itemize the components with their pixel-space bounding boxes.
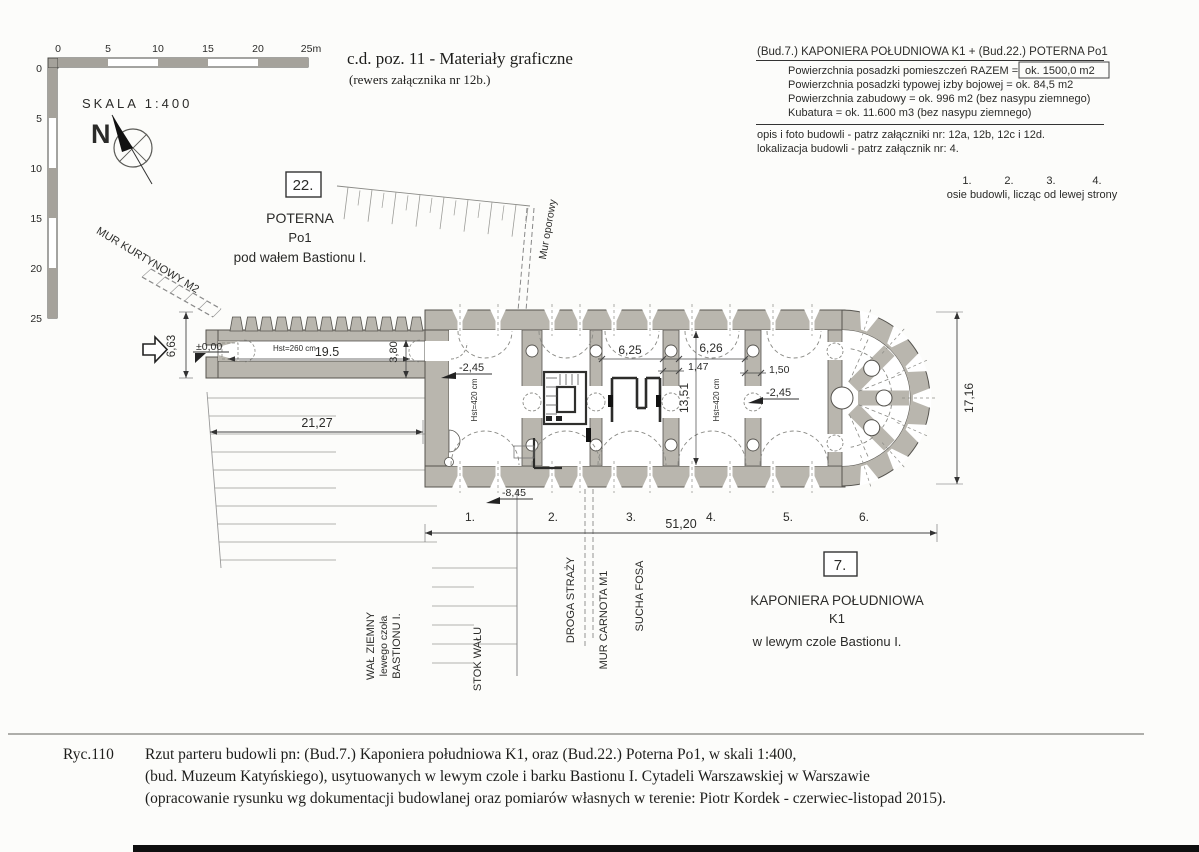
axis-note-number: 4. bbox=[1092, 175, 1101, 187]
building-axis-number: 3. bbox=[626, 510, 636, 524]
wall-label-oporowy: Mur oporowy bbox=[537, 198, 559, 261]
scale-ruler bbox=[47, 57, 309, 319]
level-marker-845: -8,45 bbox=[502, 487, 526, 499]
scale-tick-label: 20 bbox=[30, 263, 42, 275]
figure-caption-line: Rzut parteru budowli pn: (Bud.7.) Kaponi… bbox=[145, 746, 796, 763]
page-subtitle: (rewers załącznika nr 12b.) bbox=[349, 72, 490, 87]
scale-segment bbox=[58, 58, 108, 67]
page-title: c.d. poz. 11 - Materiały graficzne bbox=[347, 49, 573, 68]
building-axis-number: 6. bbox=[859, 510, 869, 524]
label-wal-ziemny: lewego czoła bbox=[378, 615, 390, 676]
wall-label-kurtynowy: MUR KURTYNOWY M2 bbox=[94, 225, 201, 296]
dim-13-51: 13,51 bbox=[677, 383, 691, 413]
info-row: Kubatura = ok. 11.600 m3 (bez nasypu zie… bbox=[788, 107, 1031, 119]
axis-note-caption: osie budowli, licząc od lewej strony bbox=[947, 189, 1118, 201]
scale-tick-label: 15 bbox=[202, 43, 214, 55]
scale-segment bbox=[48, 68, 57, 118]
compass-needle-north-tip bbox=[112, 115, 133, 152]
label-mur-carnota: MUR CARNOTA M1 bbox=[598, 571, 610, 670]
axis-note-number: 3. bbox=[1046, 175, 1055, 187]
dim-1-47: 1,47 bbox=[688, 361, 709, 373]
height-label-420: Hst=420 cm bbox=[712, 378, 721, 421]
info-razem-value: ok. 1500,0 m2 bbox=[1025, 65, 1095, 77]
building-axis-number: 2. bbox=[548, 510, 558, 524]
poterna-number: 22. bbox=[293, 177, 314, 194]
label-wal-ziemny: BASTIONU I. bbox=[391, 613, 403, 678]
axis-note-number: 2. bbox=[1004, 175, 1013, 187]
dim-21-27: 21,27 bbox=[301, 416, 332, 430]
building-axis-number: 5. bbox=[783, 510, 793, 524]
scale-ruler-corner bbox=[47, 57, 59, 69]
scale-segment bbox=[258, 58, 308, 67]
north-letter: N bbox=[91, 119, 111, 149]
figure-caption-line: (opracowanie rysunku wg dokumentacji bud… bbox=[145, 790, 946, 807]
level-marker-245: -2,45 bbox=[459, 362, 484, 374]
scale-segment bbox=[48, 168, 57, 218]
poterna-location: pod wałem Bastionu I. bbox=[234, 250, 367, 265]
building-axis-number: 4. bbox=[706, 510, 716, 524]
info-title: (Bud.7.) KAPONIERA POŁUDNIOWA K1 + (Bud.… bbox=[757, 46, 1108, 58]
label-wal-ziemny: WAŁ ZIEMNY bbox=[365, 611, 377, 680]
poterna-name: POTERNA bbox=[266, 210, 334, 226]
figure-number: Ryc.110 bbox=[63, 746, 114, 763]
info-note: lokalizacja budowli - patrz załącznik nr… bbox=[757, 143, 959, 155]
scale-tick-label: 0 bbox=[36, 63, 42, 75]
floor-plan-drawing bbox=[141, 185, 963, 676]
kaponiera-code: K1 bbox=[829, 611, 845, 626]
dim-17-16: 17,16 bbox=[962, 383, 976, 413]
scale-tick-label: 25 bbox=[30, 313, 42, 325]
info-row: Powierzchnia zabudowy = ok. 996 m2 (bez … bbox=[788, 93, 1090, 105]
info-note: opis i foto budowli - patrz załączniki n… bbox=[757, 129, 1045, 141]
scale-tick-label: 25m bbox=[301, 43, 322, 55]
info-value-box bbox=[1018, 61, 1110, 79]
height-label-420: Hst=420 cm bbox=[470, 378, 479, 421]
scale-label: SKALA 1:400 bbox=[82, 96, 192, 111]
scale-tick-label: 15 bbox=[30, 213, 42, 225]
scale-segment bbox=[48, 268, 57, 318]
info-razem-label: Powierzchnia posadzki pomieszczeń RAZEM … bbox=[788, 65, 1018, 77]
scale-tick-label: 10 bbox=[152, 43, 164, 55]
level-marker-0: ±0,00 bbox=[196, 341, 222, 353]
kaponiera-number: 7. bbox=[834, 557, 847, 574]
scale-segment bbox=[158, 58, 208, 67]
scale-tick-label: 10 bbox=[30, 163, 42, 175]
scan-edge-bar bbox=[133, 845, 1199, 852]
dim-6-26: 6,26 bbox=[699, 341, 723, 355]
level-marker-245: -2,45 bbox=[766, 387, 791, 399]
compass-circle bbox=[113, 128, 153, 168]
scale-tick-label: 5 bbox=[36, 113, 42, 125]
dim-19-5: 19.5 bbox=[315, 345, 339, 359]
scale-tick-label: 5 bbox=[105, 43, 111, 55]
building-axis-number: 1. bbox=[465, 510, 475, 524]
poterna-number-box bbox=[285, 171, 322, 198]
dim-1-50: 1,50 bbox=[769, 364, 790, 376]
height-label-260: Hst=260 cm bbox=[273, 344, 316, 353]
dim-3-80: 3,80 bbox=[388, 341, 400, 362]
kaponiera-location: w lewym czole Bastionu I. bbox=[752, 634, 902, 649]
info-row: Powierzchnia posadzki typowej izby bojow… bbox=[788, 79, 1073, 91]
dim-6-63: 6,63 bbox=[166, 335, 178, 357]
kaponiera-name: KAPONIERA POŁUDNIOWA bbox=[750, 593, 924, 608]
scale-tick-label: 0 bbox=[55, 43, 61, 55]
figure-caption-line: (bud. Muzeum Katyńskiego), usytuowanych … bbox=[145, 768, 870, 785]
poterna-code: Po1 bbox=[288, 230, 311, 245]
dim-51-20: 51,20 bbox=[665, 517, 696, 531]
dim-6-25: 6,25 bbox=[618, 343, 642, 357]
label-droga-strazy: DROGA STRAŻY bbox=[564, 556, 577, 643]
label-sucha-fosa: SUCHA FOSA bbox=[634, 560, 646, 632]
scale-tick-label: 20 bbox=[252, 43, 264, 55]
compass-rose bbox=[111, 114, 153, 185]
kaponiera-number-box bbox=[823, 551, 858, 577]
axis-note-number: 1. bbox=[962, 175, 971, 187]
label-stok-walu: STOK WAŁU bbox=[472, 627, 484, 691]
